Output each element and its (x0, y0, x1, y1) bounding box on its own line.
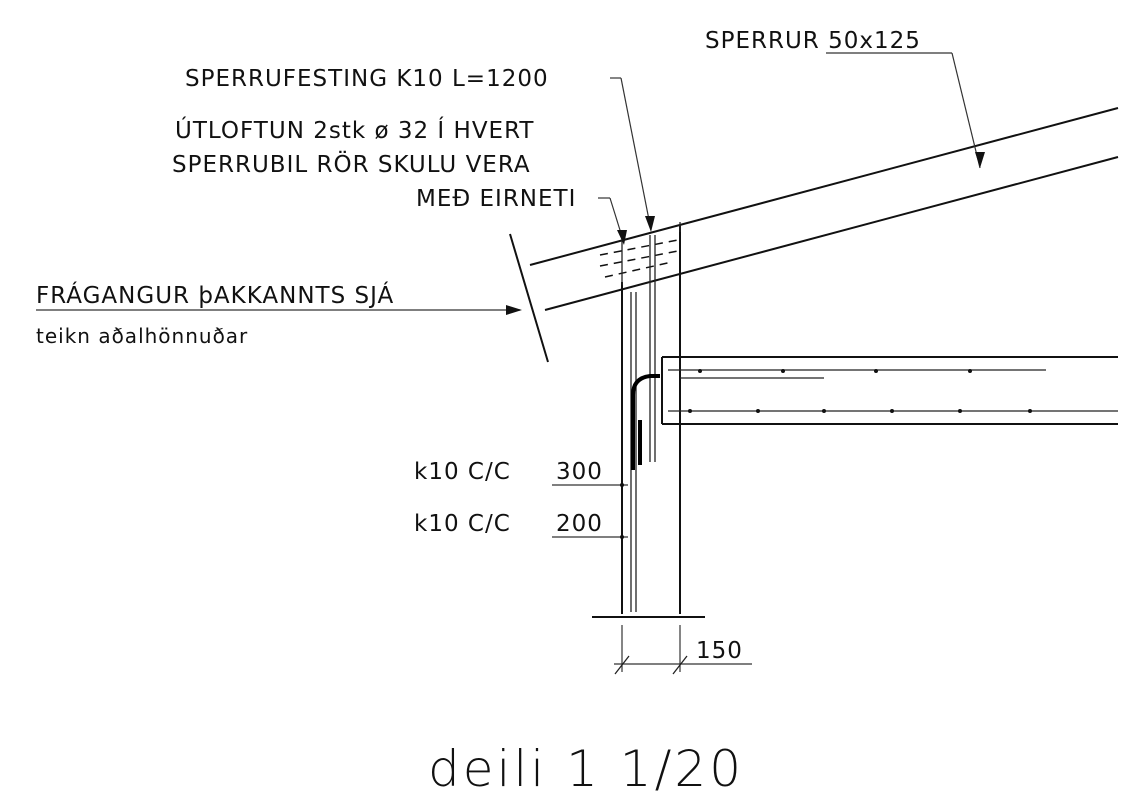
label-sperrur: SPERRUR 50x125 (705, 28, 921, 54)
label-k10-200-value: 200 (556, 511, 603, 537)
label-k10-300-prefix: k10 C/C (414, 459, 511, 485)
leader-utloftun-arrow (617, 230, 627, 245)
leader-fragangur-arrow (506, 305, 522, 315)
label-fragangur: FRÁGANGUR þAKKANNTS SJÁ (36, 281, 394, 309)
floor-slab (661, 356, 1118, 425)
label-utloftun-1: ÚTLOFTUN 2stk ø 32 Í HVERT (175, 116, 534, 144)
dimension-150 (614, 625, 752, 675)
rafter (529, 107, 1119, 311)
drawing-title: deili 1 1/20 (428, 740, 744, 798)
leader-sperrufesting-diag (620, 77, 652, 231)
leader-sperrur-arrow (975, 152, 985, 168)
label-dim-150: 150 (696, 638, 743, 664)
label-k10-200-prefix: k10 C/C (414, 511, 511, 537)
label-k10-300-value: 300 (556, 459, 603, 485)
label-utloftun-2: SPERRUBIL RÖR SKULU VERA (172, 150, 531, 178)
leader-sperrufesting-arrow (645, 216, 655, 232)
label-sperrufesting: SPERRUFESTING K10 L=1200 (185, 66, 549, 92)
fascia-line (509, 233, 549, 363)
label-teikn: teikn aðalhönnuðar (36, 324, 248, 348)
anchor-bar (631, 374, 660, 470)
label-utloftun-3: MEÐ EIRNETI (416, 186, 576, 212)
leader-sperrur (951, 52, 981, 169)
wall (592, 222, 705, 618)
